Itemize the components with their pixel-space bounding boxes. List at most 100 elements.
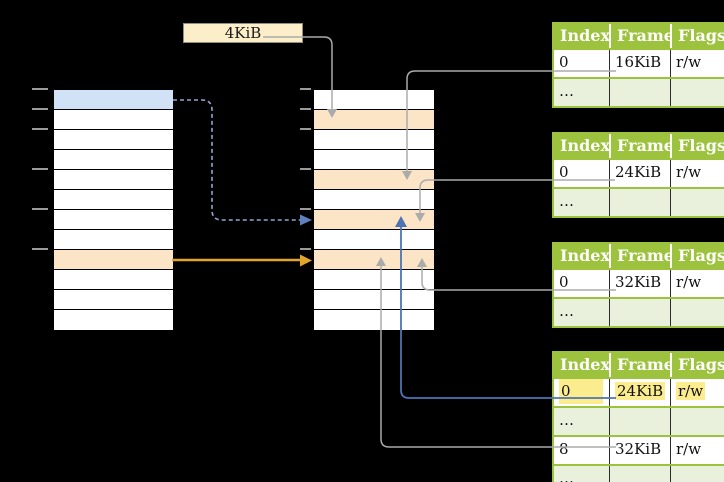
highlighted-text: r/w [676,382,706,400]
virtual-page-orange-connector [172,254,312,267]
header-cell: Frame [609,353,674,377]
frame-table-row: … [554,406,724,435]
frame-table-cell: 0 [554,50,609,77]
frame-table-cell [609,189,670,216]
tick-mark [300,208,311,210]
page-row-white [54,110,173,130]
frame-table-cell [609,466,670,482]
header-cell: Index [554,353,610,377]
header-cell: Flags [670,24,724,48]
page-row-white [54,290,173,310]
frame-table-cell: r/w [670,160,724,187]
page-row-white [54,270,173,290]
page-table-middle [313,89,435,331]
frame-table-cell: 24KiB [609,160,670,187]
tick-mark [32,248,48,250]
frame-table-row: … [554,297,724,326]
frame-table-cell: 0 [554,160,609,187]
header-cell: Frame [609,24,674,48]
tick-mark [32,168,48,170]
page-row-white [314,230,434,250]
frame-table-cell [609,408,670,435]
frame-table-cell [609,299,670,326]
frame-table-cell: … [554,299,609,326]
header-cell: Index [554,134,610,158]
frame-table-cell: 8 [554,437,609,464]
page-row-blue [54,90,173,110]
tick-mark [32,208,48,210]
frame-table-cell [609,79,670,106]
frame-table-cell: r/w [670,270,724,297]
virtual-page-dashed-connector [173,99,312,226]
frame-table-cell [670,189,724,216]
page-row-white [54,190,173,210]
page-row-white [314,290,434,310]
page-row-white [54,230,173,250]
header-cell: Frame [609,244,674,268]
header-cell: Flags [670,353,724,377]
highlighted-text: 24KiB [615,382,666,400]
frame-table-cell [670,79,724,106]
frame-table-cell: … [554,189,609,216]
frame-table-cell: … [554,466,609,482]
virtual-memory-table [53,89,174,331]
frame-table-cell: r/w [670,437,724,464]
page-size-label: 4KiB [183,23,303,43]
page-row-white [314,90,434,110]
frame-table-cell: 32KiB [609,270,670,297]
tick-mark [300,168,311,170]
page-row-white [314,310,434,330]
page-row-white [54,310,173,330]
frame-table-cell [670,299,724,326]
tick-mark [32,88,48,90]
header-cell: Index [554,24,610,48]
frame-table-cell: … [554,79,609,106]
page-row-white [314,190,434,210]
tick-mark [300,108,311,110]
frame-table-cell: r/w [670,379,724,406]
frame-table-cell: 16KiB [609,50,670,77]
frame-table-cell [670,466,724,482]
page-row-white [54,150,173,170]
tick-mark [300,248,311,250]
frame-table-row: 0 24KiB r/w [554,377,724,406]
frame-table-cell: … [554,408,609,435]
arrowhead-right-icon [300,254,312,267]
frame-table-cell: 0 [554,379,609,406]
header-cell: Index [554,244,610,268]
frame-table-cell: 24KiB [609,379,670,406]
header-cell: Flags [670,244,724,268]
page-row-orange [314,170,434,190]
page-row-white [314,270,434,290]
page-row-white [54,170,173,190]
frame-table-cell: r/w [670,50,724,77]
frame-table-row: … [554,187,724,216]
header-cell: Flags [670,134,724,158]
page-row-white [314,150,434,170]
page-row-white [54,210,173,230]
page-row-orange [54,250,173,270]
page-row-orange [314,250,434,270]
page-row-white [54,130,173,150]
tick-mark [300,128,311,130]
tick-mark [32,108,48,110]
arrowhead-right-icon [300,214,312,226]
frame-table-cell: 0 [554,270,609,297]
header-cell: Frame [609,134,674,158]
page-row-orange [314,210,434,230]
page-row-white [314,130,434,150]
tick-mark [300,88,311,90]
